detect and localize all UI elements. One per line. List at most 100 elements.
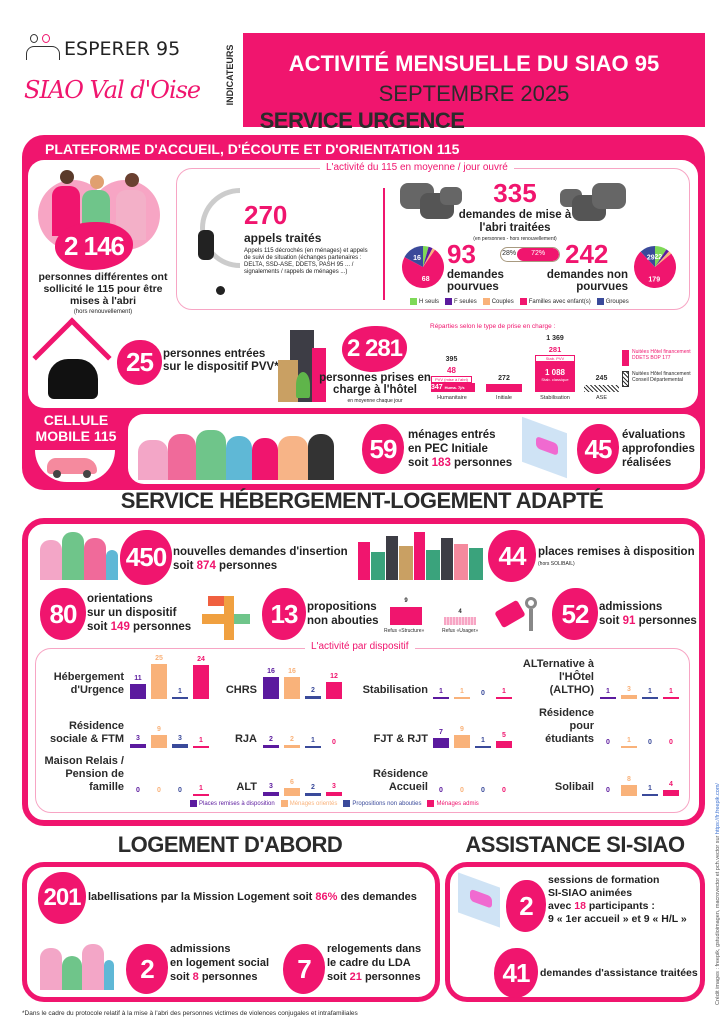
logo-esperer: ESPERER 95 xyxy=(64,38,181,60)
dispositif-bar-value: 4 xyxy=(669,781,673,789)
dispositif-bar xyxy=(663,697,679,699)
dispositif-bar xyxy=(454,697,470,699)
dispositif-bar-value: 0 xyxy=(332,739,336,746)
dispositif-bar-value: 8 xyxy=(627,775,631,783)
appels-desc: Appels 115 décrochés (en ménages) et app… xyxy=(244,248,368,275)
orientations-value: 80 xyxy=(40,588,86,640)
sessions-value: 2 xyxy=(506,880,546,932)
legend-label: Familles avec enfant(s) xyxy=(528,298,591,305)
buildings-illustration xyxy=(278,330,328,402)
dispositif-bar xyxy=(496,741,512,748)
logo-siao: SIAO Val d'Oise xyxy=(24,76,201,104)
labellisations-value: 201 xyxy=(38,872,86,924)
credit-link[interactable]: https://fr.freepik.com/ xyxy=(715,783,721,835)
personnes-label: personnes xyxy=(219,560,278,572)
legend-swatch xyxy=(482,298,490,305)
dispositif-bar-value: 2 xyxy=(290,736,294,744)
dispositif-bar-value: 0 xyxy=(606,787,610,794)
ase-total: 245 xyxy=(595,375,608,382)
legend-label: F seules xyxy=(454,298,477,305)
dispositif-bar-value: 2 xyxy=(269,736,273,744)
personnes-text: personnes différentes ont sollicité le 1… xyxy=(38,271,168,307)
dispositif-bar-value: 25 xyxy=(155,655,163,662)
dispositif-bar xyxy=(663,790,679,796)
dispositif-title: L'activité par dispositif xyxy=(305,641,415,652)
legend-cd: Nuitées Hôtel financement Conseil Départ… xyxy=(632,371,691,383)
huma-axis-label: Humanitaire xyxy=(437,395,467,401)
stab-bar: 1 088 Stab. classique xyxy=(535,362,575,392)
personnes-label: personnes xyxy=(638,615,697,627)
hotel-caption: Réparties selon le type de prise en char… xyxy=(430,323,556,330)
dispositif-bar xyxy=(621,784,637,796)
legend-cd-swatch xyxy=(622,371,629,387)
huma-label: Huma. 7j/s xyxy=(444,385,465,390)
refus-usager-value: 4 xyxy=(458,609,462,615)
dispositif-bar xyxy=(130,743,146,748)
dispositif-bar-value: 3 xyxy=(627,685,631,693)
dispositif-bar xyxy=(496,697,512,699)
dispositif-bar xyxy=(305,746,321,748)
dispositif-bar-value: 1 xyxy=(439,688,443,695)
huma-bar: 347 Huma. 7j/s xyxy=(431,383,475,392)
header-banner: ACTIVITÉ MENSUELLE DU SIAO 95 SEPTEMBRE … xyxy=(243,33,705,127)
avec: avec xyxy=(548,900,572,912)
legend-label: Ménages orientés xyxy=(289,800,338,807)
relogements-line1: relogements dans xyxy=(327,943,422,955)
orientations-line1: orientations xyxy=(87,593,153,605)
sessions-line2: SI-SIAO animées xyxy=(548,887,633,899)
pie-slice-label: 179 xyxy=(648,277,660,284)
pie-slice-f-seules xyxy=(655,249,669,267)
dispositif-bar-value: 1 xyxy=(481,737,485,744)
pie-slice-label: 22 xyxy=(654,254,662,261)
orientations-line2: sur un dispositif xyxy=(87,607,177,619)
legend-swatch xyxy=(596,298,604,305)
assistance-frame xyxy=(445,862,705,1002)
activite-115-title: L'activité du 115 en moyenne / jour ouvr… xyxy=(320,162,514,173)
dispositif-bar-value: 1 xyxy=(669,688,673,695)
relogements-text: relogements dans le cadre du LDA soit 21… xyxy=(327,942,421,984)
dispositif-bar-value: 0 xyxy=(481,787,485,794)
labellisations-label: labellisations par la Mission Logement s… xyxy=(88,891,313,903)
personnes-note: (hors renouvellement) xyxy=(73,309,133,315)
dispositif-label: ALT xyxy=(236,781,257,793)
dispositif-bar-value: 0 xyxy=(157,787,161,794)
keys-icon xyxy=(494,595,547,635)
relogements-line2: le cadre du LDA xyxy=(327,957,411,969)
dispositif-bar-value: 3 xyxy=(269,782,273,790)
dispositif-bar xyxy=(193,746,209,748)
dispositif-label: Résidence pour étudiants xyxy=(538,707,594,745)
dispositif-bar-value: 1 xyxy=(199,785,203,792)
huma-pvv-label: PVV (mise à l'abri) xyxy=(431,376,472,383)
legend-swatch xyxy=(445,298,453,305)
sessions-text: sessions de formation SI-SIAO animées av… xyxy=(548,874,687,926)
demandes-insertion-value: 450 xyxy=(120,530,172,585)
dispositif-bar xyxy=(284,745,300,748)
demandes-insertion-text: nouvelles demandes d'insertion soit 874 … xyxy=(173,545,348,573)
personnes-label: personnes xyxy=(364,971,421,983)
sessions-detail: 9 « 1er accueil » et 9 « H/L » xyxy=(548,913,687,925)
dispositif-legend-item: Propositions non abouties xyxy=(343,800,421,808)
headset-icon xyxy=(196,188,244,298)
refus-usager-bar xyxy=(444,617,476,625)
ase-axis-label: ASE xyxy=(595,395,607,401)
admissions-line2: en logement social xyxy=(170,957,270,969)
appels-label: appels traités xyxy=(244,231,322,245)
section-title-assistance: ASSISTANCE SI-SIAO xyxy=(465,832,685,857)
legend-label: Propositions non abouties xyxy=(352,800,422,807)
legend-item: Groupes xyxy=(596,298,629,306)
demandes-value: 335 xyxy=(493,178,537,208)
car-icon xyxy=(35,450,115,482)
dispositif-bar-value: 1 xyxy=(606,688,610,695)
labellisations-pct: 86% xyxy=(315,891,338,903)
places-text: places remises à disposition xyxy=(538,546,695,558)
pie-slice-familles-avec-enfant-s- xyxy=(402,249,444,288)
hebergement-frame xyxy=(22,518,705,826)
legend-swatch xyxy=(410,298,417,305)
legend-ddets: Nuitées Hôtel financement DDETS BOP 177 xyxy=(632,349,691,361)
refus-structure-value: 9 xyxy=(404,598,408,604)
people-illustration xyxy=(138,422,353,480)
